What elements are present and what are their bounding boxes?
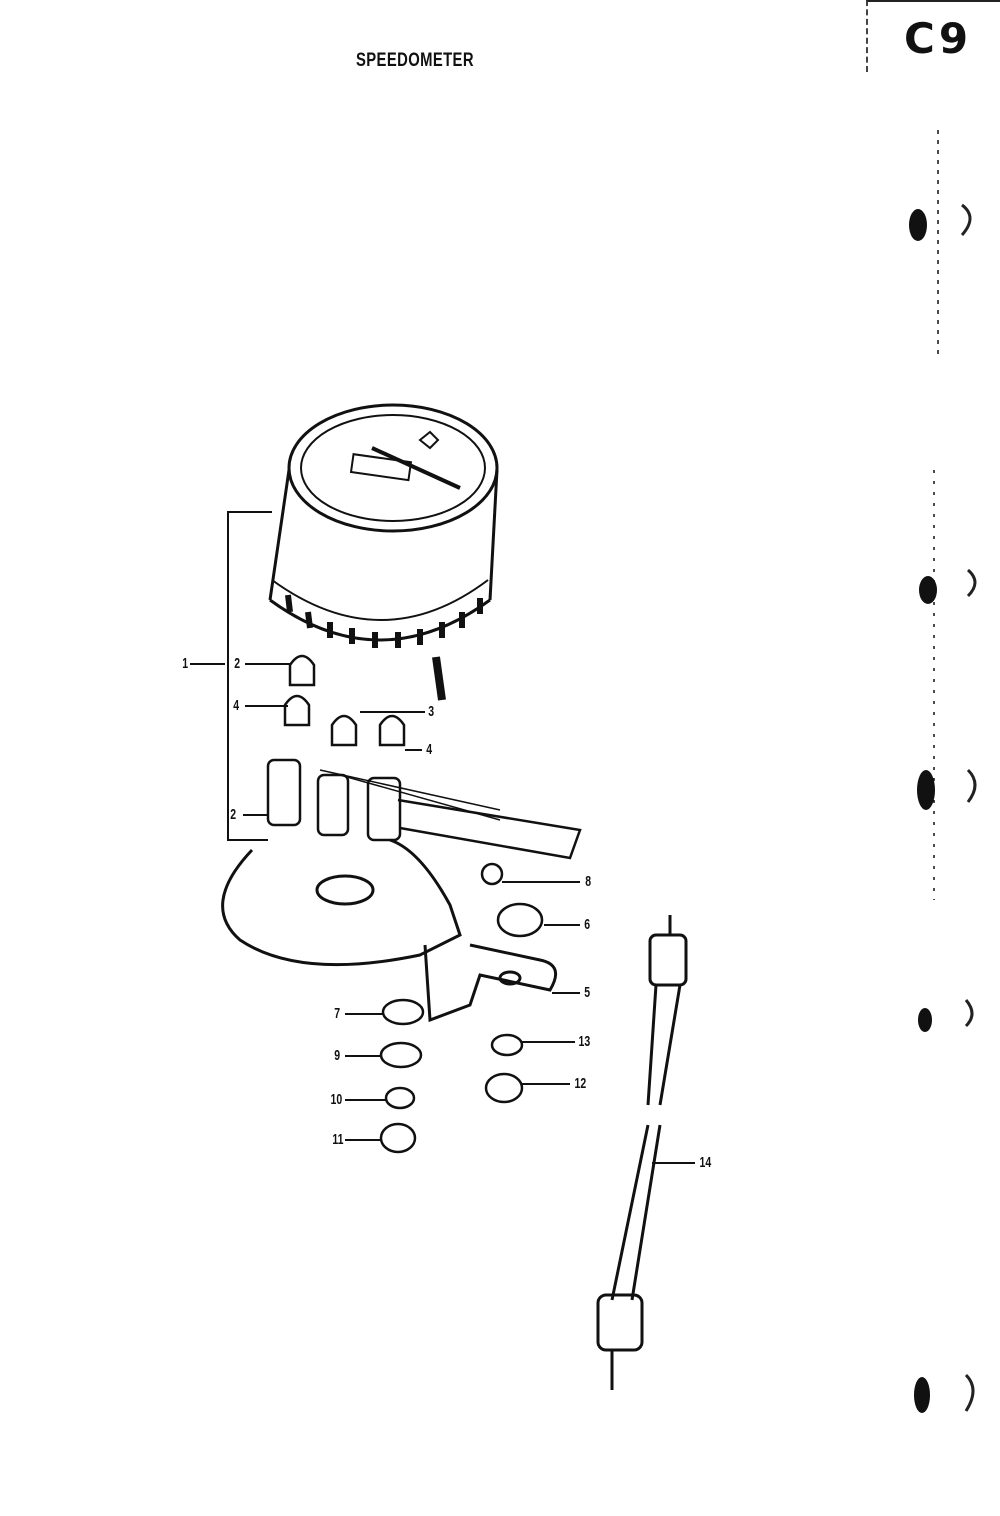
callout-8: 8 xyxy=(585,873,592,890)
section-code-frame xyxy=(866,0,1000,72)
binder-holes xyxy=(909,209,937,1413)
sockets xyxy=(266,758,582,860)
callout-5: 5 xyxy=(584,984,591,1001)
callout-6: 6 xyxy=(584,916,591,933)
callout-7: 7 xyxy=(334,1005,341,1022)
page-title: SPEEDOMETER xyxy=(356,50,474,71)
callout-13: 13 xyxy=(578,1033,591,1050)
callout-2: 2 xyxy=(234,655,241,672)
callout-2: 2 xyxy=(230,806,237,823)
callout-14: 14 xyxy=(699,1154,712,1171)
callout-4: 4 xyxy=(426,741,433,758)
callout-4: 4 xyxy=(233,697,240,714)
section-code: C9 xyxy=(904,14,973,63)
callout-11: 11 xyxy=(332,1131,344,1148)
callout-12: 12 xyxy=(574,1075,587,1092)
mounting-bracket xyxy=(221,838,558,1023)
callout-9: 9 xyxy=(334,1047,341,1064)
speedometer-head xyxy=(268,403,499,701)
callout-3: 3 xyxy=(428,703,435,720)
callout-10: 10 xyxy=(330,1091,343,1108)
speedometer-cable xyxy=(596,915,688,1390)
leader-lines xyxy=(190,511,695,1164)
bulbs xyxy=(283,654,406,747)
callout-1: 1 xyxy=(182,655,189,672)
washers-nuts xyxy=(379,862,544,1154)
